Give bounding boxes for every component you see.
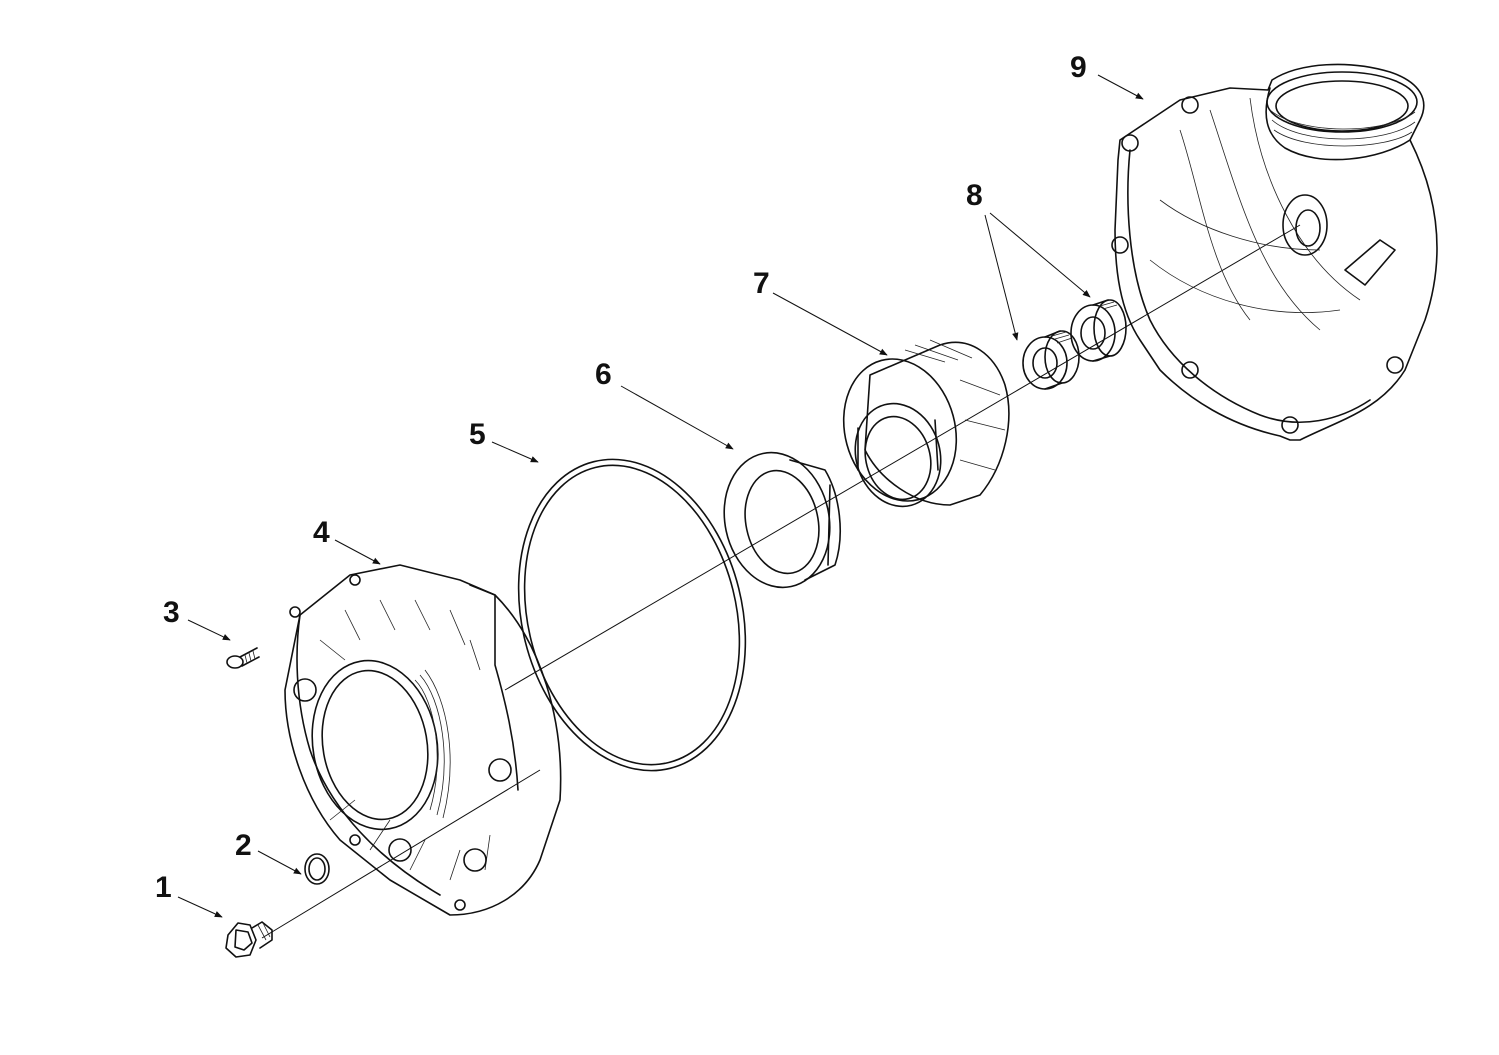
leader-arrow-7: [772, 292, 888, 356]
part-3-screw: [226, 647, 260, 669]
leader-arrow-2: [257, 850, 302, 875]
callout-9: 9: [1070, 51, 1087, 84]
leader-arrow-5: [491, 441, 539, 463]
callout-6: 6: [595, 358, 612, 391]
leader-arrow-1: [177, 896, 223, 918]
callout-1: 1: [155, 871, 172, 904]
leader-arrow-9: [1097, 74, 1144, 100]
part-2-small-oring: [304, 853, 330, 885]
seal-part-a: [1022, 330, 1080, 390]
callout-2: 2: [235, 829, 252, 862]
leader-arrow-8b: [989, 212, 1091, 298]
leader-arrow-4: [334, 539, 381, 565]
part-9-pump-housing: [1111, 63, 1438, 441]
part-4-front-cover: [284, 564, 562, 916]
callout-5: 5: [469, 418, 486, 451]
part-5-gasket-oring: [517, 458, 747, 772]
leader-arrows: [177, 74, 1144, 918]
callout-labels: 1 2 3 4 5 6 7 8 9: [155, 51, 1087, 904]
seal-part-b: [1070, 299, 1127, 362]
callout-4: 4: [313, 516, 330, 549]
callout-3: 3: [163, 596, 180, 629]
callout-8: 8: [966, 179, 983, 212]
leader-arrow-8a: [984, 214, 1019, 341]
assembly-axis-line: [261, 224, 1301, 939]
callout-7: 7: [753, 267, 770, 300]
part-1-drain-plug: [225, 921, 273, 958]
part-8-seal-assembly: [1022, 299, 1127, 390]
leader-arrow-3: [187, 619, 231, 641]
part-6-wear-ring: [723, 451, 841, 589]
part-7-impeller: [842, 339, 1010, 508]
leader-arrow-6: [620, 385, 734, 450]
